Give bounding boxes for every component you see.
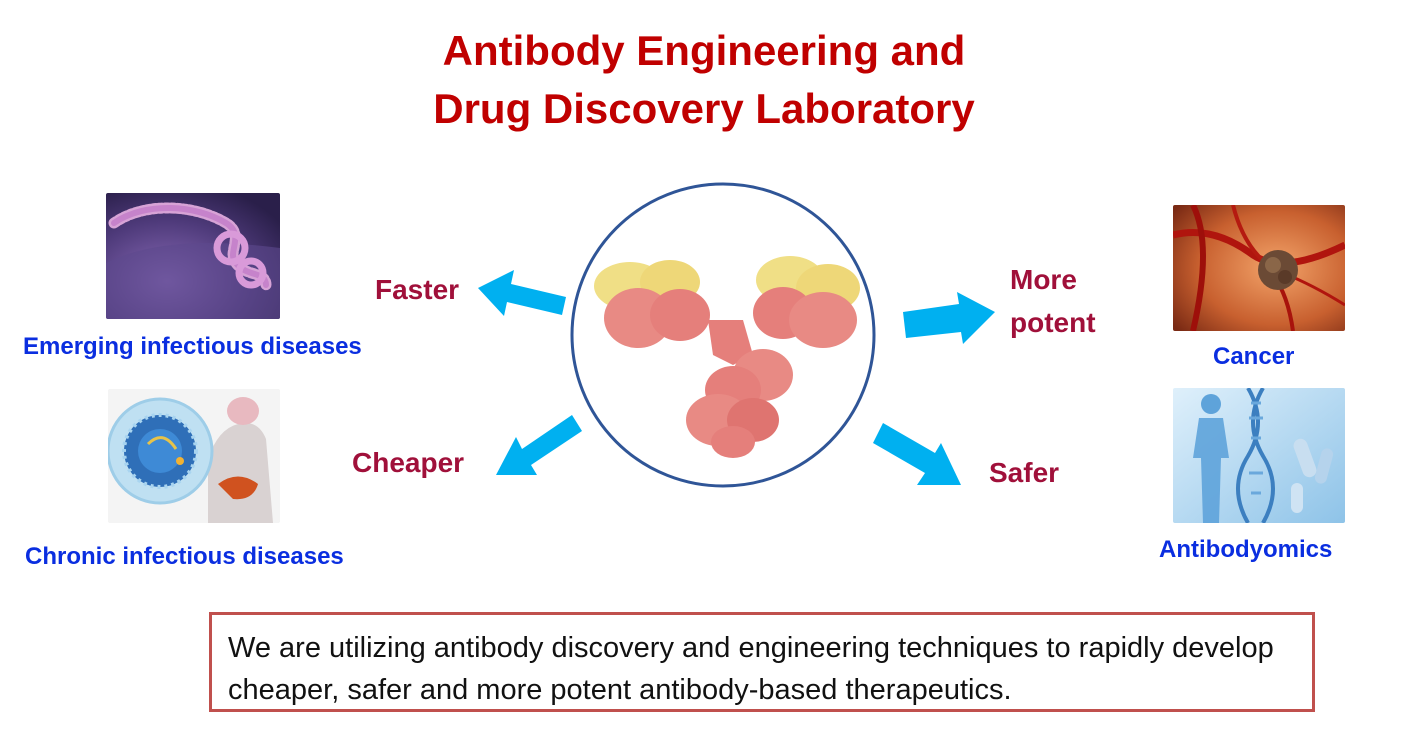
label-more-potent: More potent [1010, 263, 1096, 340]
arrow-cheaper [496, 413, 582, 479]
label-more-potent-line-2: potent [1010, 307, 1096, 338]
chronic-infection-image [108, 389, 280, 523]
tumor-vessels-image [1173, 205, 1345, 331]
label-cheaper: Cheaper [352, 447, 465, 478]
label-antibodyomics: Antibodyomics [1159, 536, 1333, 563]
arrow-icon [873, 423, 961, 485]
summary-box: We are utilizing antibody discovery and … [209, 612, 1315, 712]
arrow-icon [903, 292, 995, 344]
antibody-circle [568, 180, 878, 490]
antibody-structure-image [570, 182, 876, 488]
title-line-2: Drug Discovery Laboratory [433, 85, 975, 132]
summary-text: We are utilizing antibody discovery and … [228, 632, 1274, 706]
title-line-1: Antibody Engineering and [442, 27, 966, 74]
label-chronic-infectious-diseases: Chronic infectious diseases [25, 543, 344, 570]
label-cancer: Cancer [1213, 343, 1295, 370]
arrow-safer [873, 423, 963, 489]
page-title: Antibody Engineering and Drug Discovery … [0, 22, 1408, 138]
label-emerging-infectious-diseases: Emerging infectious diseases [23, 333, 362, 360]
arrow-icon [496, 415, 582, 475]
dna-human-image [1173, 388, 1345, 523]
arrow-icon [478, 270, 566, 316]
label-safer: Safer [989, 457, 1060, 488]
label-faster: Faster [375, 274, 460, 305]
label-more-potent-line-1: More [1010, 264, 1077, 295]
arrow-faster [478, 270, 568, 332]
arrow-more-potent [903, 292, 995, 350]
virus-filament-image [106, 193, 280, 319]
